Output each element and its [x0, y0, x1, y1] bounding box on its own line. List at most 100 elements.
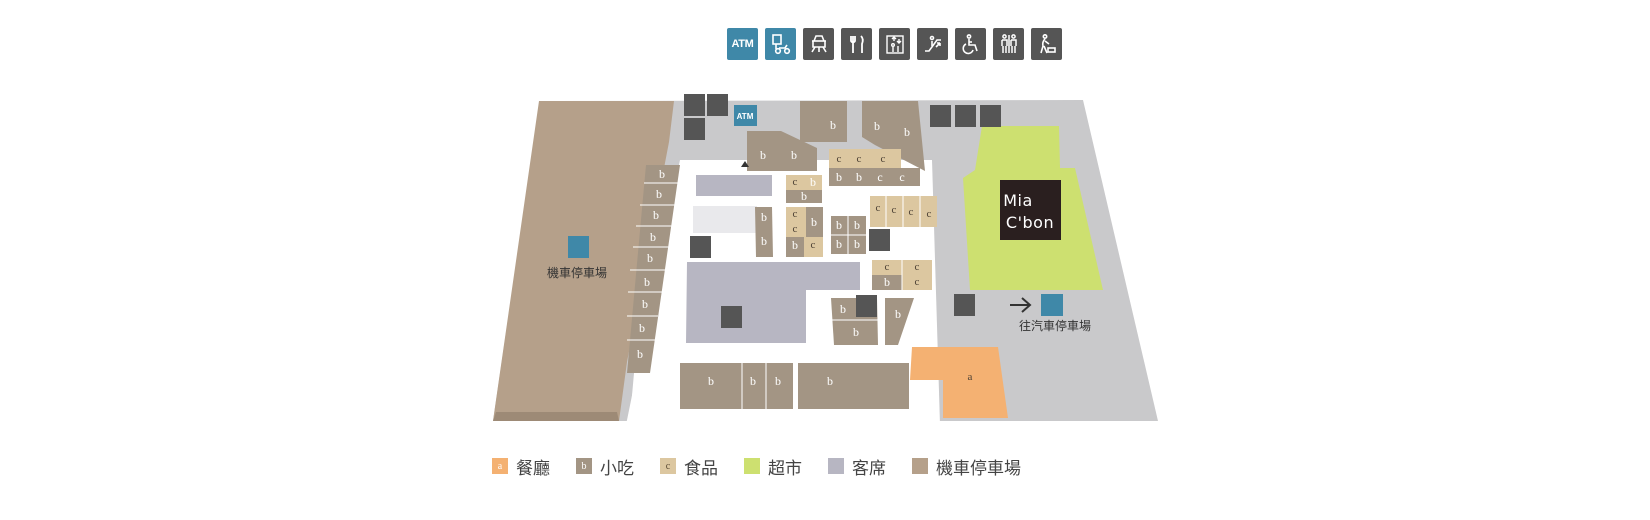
snack-stall-block	[862, 101, 925, 171]
stall-label: b	[884, 275, 890, 289]
stall-label: b	[750, 374, 756, 388]
stall-label: b	[853, 325, 859, 339]
direction-marker	[741, 161, 749, 167]
legend-swatch	[828, 458, 844, 474]
snack-stall-block	[885, 298, 914, 345]
dining-utensils-icon[interactable]	[841, 28, 872, 60]
legend-swatch	[912, 458, 928, 474]
stall-label: b	[904, 125, 910, 139]
stall-label: b	[761, 210, 767, 224]
stall-dividers	[831, 216, 866, 254]
escalator-icon[interactable]	[917, 28, 948, 60]
restroom-icon[interactable]	[684, 94, 705, 116]
car-parking-icon[interactable]	[1041, 294, 1063, 316]
stall-label: b	[791, 148, 797, 162]
stall-label: c	[892, 204, 897, 216]
car-parking-label: 往汽車停車場	[1019, 318, 1091, 333]
baby-care-icon[interactable]	[1031, 28, 1062, 60]
baby-care-icon[interactable]	[980, 105, 1001, 127]
stall-label: b	[642, 297, 648, 311]
legend-label: 客席	[852, 458, 886, 478]
stall-label: b	[656, 187, 662, 201]
stall-label: b	[895, 307, 901, 321]
stall-label: b	[827, 374, 833, 388]
legend-item-restaurant: a 餐廳	[492, 454, 550, 479]
legend-label: 超市	[768, 458, 802, 478]
accessible-toilet-icon[interactable]	[955, 28, 986, 60]
stall-label: b	[854, 237, 860, 251]
escalator-icon[interactable]	[690, 236, 711, 258]
stall-label: b	[775, 374, 781, 388]
snack-stall-block	[872, 275, 902, 290]
restroom-icon[interactable]	[930, 105, 951, 127]
stall-label: b	[659, 167, 665, 181]
elevator-icon[interactable]	[856, 295, 877, 317]
atm-label: ATM	[737, 112, 754, 121]
atm-icon[interactable]	[734, 105, 757, 126]
stall-label: c	[837, 153, 842, 165]
snack-stall-block	[786, 237, 804, 257]
food-stall-block	[804, 237, 823, 257]
stall-label: b	[810, 175, 816, 189]
legend-item-food: c 食品	[660, 454, 718, 479]
elevator-icon[interactable]	[684, 118, 705, 140]
snack-stall-block	[755, 207, 773, 257]
stall-label: b	[836, 237, 842, 251]
legend-item-snack: b 小吃	[576, 454, 634, 479]
legend-item-motorcycle-parking: 機車停車場	[912, 454, 1021, 479]
stall-label: b	[801, 189, 807, 203]
escalator-icon[interactable]	[869, 229, 890, 251]
accessible-toilet-icon[interactable]	[955, 105, 976, 127]
atm-icon[interactable]: ATM	[727, 28, 758, 60]
snack-stall-block	[829, 168, 920, 186]
facility-icon-bar: ATM	[727, 28, 1064, 60]
supermarket-logo	[1000, 180, 1061, 240]
stall-label: b	[708, 374, 714, 388]
motorcycle-parking-icon[interactable]	[568, 236, 589, 258]
stall-label: c	[793, 208, 798, 220]
stall-label: b	[653, 208, 659, 222]
motorcycle-parking-area	[493, 101, 674, 421]
stall-label: b	[836, 218, 842, 232]
snack-stall-block	[800, 101, 847, 142]
escalator-icon[interactable]	[954, 294, 975, 316]
restroom-icon[interactable]	[993, 28, 1024, 60]
seating-area-icon[interactable]	[803, 28, 834, 60]
arrow-right-icon	[1010, 297, 1032, 313]
restaurant-area	[910, 347, 1008, 418]
map-icons: ATM	[568, 94, 1063, 328]
legend-swatch: a	[492, 458, 508, 474]
legend-label: 餐廳	[516, 458, 550, 478]
stall-label: b	[644, 275, 650, 289]
stall-label: b	[840, 302, 846, 316]
motorcycle-parking-icon[interactable]	[765, 28, 796, 60]
stall-block-left-column	[627, 165, 680, 373]
stall-label: b	[650, 230, 656, 244]
restaurant-label: a	[968, 371, 973, 383]
stall-label: b	[761, 234, 767, 248]
snack-stall-block	[747, 131, 817, 171]
motorcycle-parking-label: 機車停車場	[547, 265, 607, 280]
elevator-icon[interactable]	[879, 28, 910, 60]
stall-label: b	[647, 251, 653, 265]
snack-stall-block	[680, 363, 793, 409]
stall-label: b	[874, 119, 880, 133]
legend-item-supermarket: 超市	[744, 454, 802, 479]
stall-label: b	[760, 148, 766, 162]
snack-stall-column: b b b b b b b b b	[627, 165, 680, 373]
food-stall-block	[786, 207, 806, 237]
supermarket-name-line1: Mia	[1003, 191, 1033, 210]
snack-stall-block	[806, 207, 823, 237]
stall-label: b	[792, 238, 798, 252]
stall-label: c	[793, 176, 798, 188]
stall-label: c	[876, 202, 881, 214]
seating-area	[696, 175, 772, 196]
stall-label: c	[877, 170, 882, 184]
stall-label: c	[915, 261, 920, 273]
stall-label: b	[836, 170, 842, 184]
stall-label: b	[637, 347, 643, 361]
seating-area-icon[interactable]	[721, 306, 742, 328]
stall-label: c	[811, 239, 816, 251]
legend-label: 小吃	[600, 458, 634, 478]
baby-care-icon[interactable]	[707, 94, 728, 116]
